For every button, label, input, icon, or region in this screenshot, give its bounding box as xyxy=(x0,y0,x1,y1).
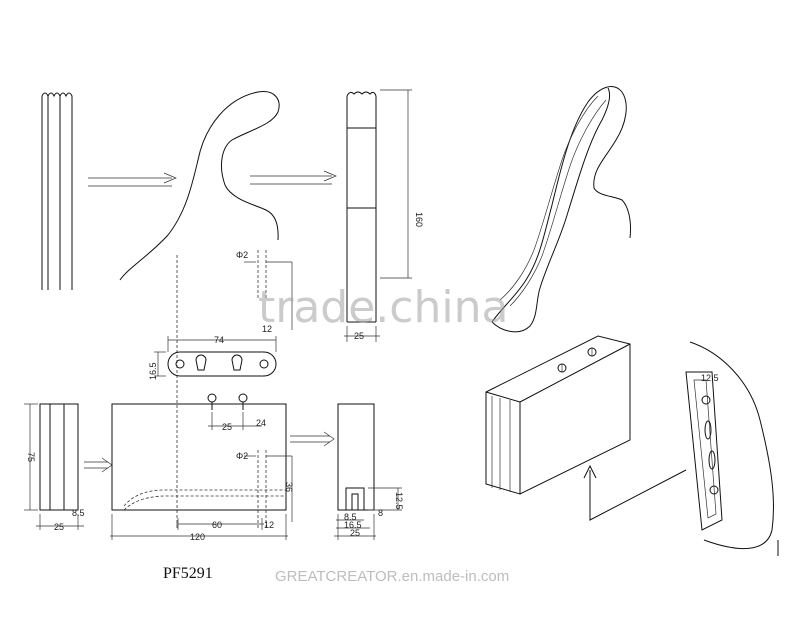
svg-text:25: 25 xyxy=(222,422,232,432)
svg-text:36: 36 xyxy=(284,482,294,492)
svg-text:16.5: 16.5 xyxy=(148,362,158,380)
svg-text:8: 8 xyxy=(378,508,383,518)
block-isometric-view xyxy=(485,335,631,495)
block-side-view: 75 25 8.5 xyxy=(24,403,85,532)
svg-text:12: 12 xyxy=(264,520,274,530)
svg-text:8.5: 8.5 xyxy=(72,508,85,518)
site-caption: GREATCREATOR.en.made-in.com xyxy=(275,568,510,585)
svg-text:12.5: 12.5 xyxy=(394,492,404,510)
svg-text:Φ2: Φ2 xyxy=(236,451,248,461)
detail-pointer-arrow xyxy=(583,464,687,521)
svg-text:74: 74 xyxy=(214,335,224,345)
block-front-view: Φ2 36 60 12 120 xyxy=(110,403,294,542)
svg-text:25: 25 xyxy=(350,528,360,538)
svg-text:120: 120 xyxy=(190,532,205,542)
svg-text:75: 75 xyxy=(26,452,36,462)
block-end-view: 12.5 8 8.5 16.5 25 xyxy=(334,403,404,540)
hook-front-view xyxy=(119,91,280,281)
rail-profile-view xyxy=(41,92,73,290)
svg-text:25: 25 xyxy=(54,522,64,532)
hook-isometric-view xyxy=(491,86,631,333)
svg-text:12: 12 xyxy=(262,324,272,334)
model-code: PF5291 xyxy=(163,565,213,582)
svg-text:Φ2: Φ2 xyxy=(236,250,248,260)
svg-text:12.5: 12.5 xyxy=(701,373,719,383)
svg-text:60: 60 xyxy=(212,520,222,530)
view-arrow-4 xyxy=(290,431,335,447)
svg-text:25: 25 xyxy=(354,331,364,341)
svg-text:24: 24 xyxy=(256,418,266,428)
view-arrow-1 xyxy=(88,172,177,187)
rail-side-view: 160 25 xyxy=(344,89,424,342)
view-arrow-3 xyxy=(84,457,113,473)
screws: 25 24 xyxy=(207,393,266,432)
svg-text:8.5: 8.5 xyxy=(344,512,357,522)
svg-text:16.5: 16.5 xyxy=(344,520,362,530)
view-arrow-2 xyxy=(250,170,337,185)
slot-detail-view: 12.5 xyxy=(685,341,779,556)
watermark-text: trade.china xyxy=(258,282,509,333)
mounting-plate-top-view: 74 16.5 xyxy=(148,335,277,380)
svg-text:160: 160 xyxy=(414,212,424,227)
top-hole-dimension: Φ2 12 xyxy=(236,250,293,334)
